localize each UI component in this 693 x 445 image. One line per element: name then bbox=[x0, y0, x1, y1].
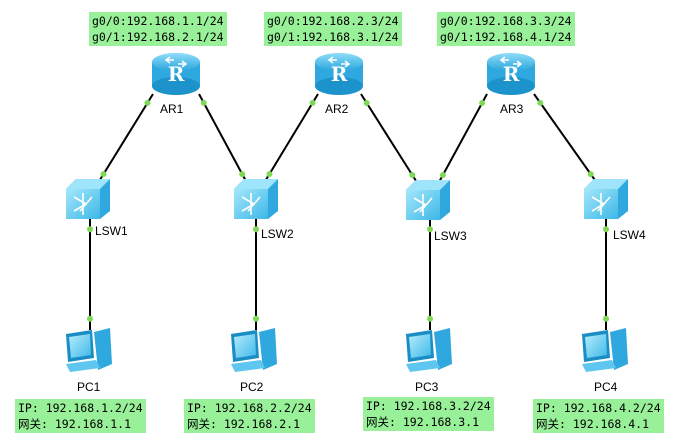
switch-icon[interactable] bbox=[406, 180, 450, 220]
interface-line: g0/0:192.168.2.3/24 bbox=[267, 14, 399, 28]
pc-gateway: 网关: 192.168.3.1 bbox=[366, 415, 480, 429]
links-layer bbox=[89, 93, 607, 330]
pc-gateway: 网关: 192.168.1.1 bbox=[18, 417, 132, 431]
interface-line: g0/1:192.168.3.1/24 bbox=[267, 30, 399, 44]
link-ar1-lsw1 bbox=[97, 93, 154, 184]
router-ar3-interfaces: g0/0:192.168.3.3/24 g0/1:192.168.4.1/24 bbox=[437, 12, 575, 46]
port-dot bbox=[87, 315, 93, 322]
router-name-ar3: AR3 bbox=[500, 102, 524, 116]
port-dot bbox=[479, 100, 486, 106]
port-dot bbox=[253, 226, 259, 233]
link-ar2-lsw2 bbox=[263, 93, 319, 184]
port-dot bbox=[266, 171, 273, 178]
pc-gateway: 网关: 192.168.2.1 bbox=[187, 417, 301, 431]
switch-name-lsw3: LSW3 bbox=[434, 229, 467, 243]
switch-icon[interactable] bbox=[66, 179, 110, 219]
port-dot bbox=[239, 171, 246, 178]
pc-name-pc1: PC1 bbox=[77, 380, 101, 394]
port-dot bbox=[537, 99, 544, 106]
router-ar2-interfaces: g0/0:192.168.2.3/24 g0/1:192.168.3.1/24 bbox=[264, 12, 402, 46]
router-ar1-interfaces: g0/0:192.168.1.1/24 g0/1:192.168.2.1/24 bbox=[89, 12, 227, 46]
router-name-ar2: AR2 bbox=[325, 102, 349, 116]
router-name-ar1: AR1 bbox=[160, 102, 184, 116]
link-ar3-lsw3 bbox=[437, 93, 488, 185]
link-ar3-lsw4 bbox=[533, 93, 598, 184]
pc-ip: IP: 192.168.4.2/24 bbox=[536, 401, 661, 415]
port-dot bbox=[144, 99, 151, 106]
interface-line: g0/0:192.168.3.3/24 bbox=[440, 14, 572, 28]
pc4-address-label: IP: 192.168.4.2/24 网关: 192.168.4.1 bbox=[533, 399, 664, 433]
pc3-address-label: IP: 192.168.3.2/24 网关: 192.168.3.1 bbox=[363, 397, 494, 431]
pc-ip: IP: 192.168.2.2/24 bbox=[187, 401, 312, 415]
link-ar2-lsw3 bbox=[360, 93, 419, 185]
port-dots-layer bbox=[87, 99, 609, 322]
pc-gateway: 网关: 192.168.4.1 bbox=[536, 417, 650, 431]
pc-icon[interactable] bbox=[582, 328, 628, 372]
port-dot bbox=[603, 315, 609, 322]
pc-icon[interactable] bbox=[66, 328, 112, 372]
link-ar1-lsw2 bbox=[198, 93, 248, 184]
svg-text:R: R bbox=[331, 62, 348, 86]
pc-name-pc3: PC3 bbox=[415, 380, 439, 394]
pc-name-pc2: PC2 bbox=[240, 380, 264, 394]
pc-name-pc4: PC4 bbox=[594, 380, 618, 394]
interface-line: g0/0:192.168.1.1/24 bbox=[92, 14, 224, 28]
pc-ip: IP: 192.168.3.2/24 bbox=[366, 399, 491, 413]
port-dot bbox=[409, 172, 416, 178]
interface-line: g0/1:192.168.4.1/24 bbox=[440, 30, 572, 44]
pc1-address-label: IP: 192.168.1.2/24 网关: 192.168.1.1 bbox=[15, 399, 146, 433]
interface-line: g0/1:192.168.2.1/24 bbox=[92, 30, 224, 44]
port-dot bbox=[603, 226, 609, 233]
switch-name-lsw2: LSW2 bbox=[261, 227, 294, 241]
switch-name-lsw1: LSW1 bbox=[95, 224, 128, 238]
port-dot bbox=[253, 315, 259, 322]
router-icon[interactable]: R bbox=[315, 53, 363, 95]
port-dot bbox=[363, 100, 370, 106]
port-dot bbox=[439, 172, 446, 178]
port-dot bbox=[200, 99, 207, 106]
port-dot bbox=[427, 315, 433, 322]
port-dot bbox=[100, 171, 107, 178]
port-dot bbox=[427, 226, 433, 233]
pc2-address-label: IP: 192.168.2.2/24 网关: 192.168.2.1 bbox=[184, 399, 315, 433]
port-dot bbox=[587, 171, 594, 178]
pc-icon[interactable] bbox=[231, 328, 277, 372]
pc-ip: IP: 192.168.1.2/24 bbox=[18, 401, 143, 415]
svg-text:R: R bbox=[503, 62, 520, 86]
switch-name-lsw4: LSW4 bbox=[613, 228, 646, 242]
router-icon[interactable]: R bbox=[152, 53, 200, 95]
switch-icon[interactable] bbox=[234, 179, 278, 219]
router-icon[interactable]: R bbox=[487, 53, 535, 95]
switch-icon[interactable] bbox=[584, 179, 628, 219]
port-dot bbox=[87, 226, 93, 233]
pc-icon[interactable] bbox=[406, 328, 452, 372]
port-dot bbox=[309, 99, 316, 106]
svg-text:R: R bbox=[168, 62, 185, 86]
